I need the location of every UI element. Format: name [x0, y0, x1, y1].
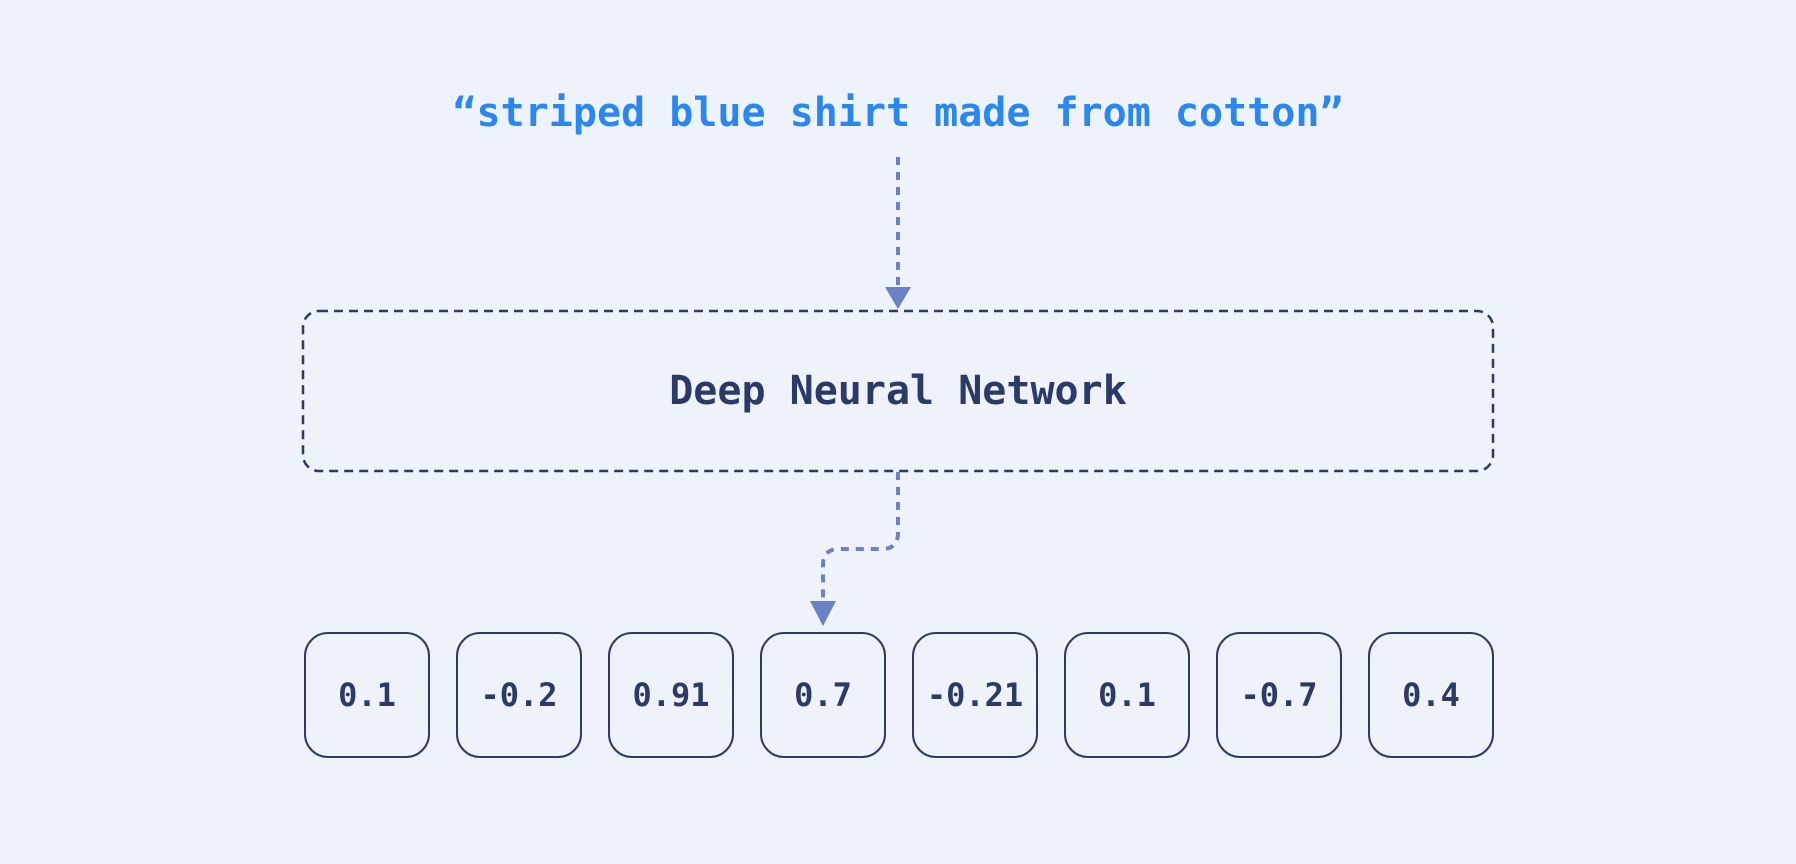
- embedding-box: 0.7: [760, 632, 886, 758]
- embedding-value: 0.91: [632, 676, 710, 714]
- embedding-value: 0.7: [794, 676, 852, 714]
- dnn-box: Deep Neural Network: [302, 311, 1494, 471]
- embedding-value: -0.2: [480, 676, 558, 714]
- embedding-value: 0.1: [1098, 676, 1156, 714]
- embedding-value: 0.1: [338, 676, 396, 714]
- input-text-quote: “striped blue shirt made from cotton”: [452, 90, 1344, 136]
- embedding-box: -0.7: [1216, 632, 1342, 758]
- input-arrowhead-icon: [885, 287, 911, 309]
- output-arrowhead-icon: [810, 601, 836, 626]
- embedding-box: 0.91: [608, 632, 734, 758]
- dnn-box-label: Deep Neural Network: [669, 368, 1127, 414]
- embedding-value: -0.21: [926, 676, 1024, 714]
- embedding-vector: 0.1 -0.2 0.91 0.7 -0.21 0.1 -0.7 0.4: [304, 632, 1494, 758]
- embedding-box: 0.1: [1064, 632, 1190, 758]
- input-arrow: [885, 157, 911, 309]
- embedding-value: -0.7: [1240, 676, 1318, 714]
- embedding-value: 0.4: [1402, 676, 1460, 714]
- embedding-box: 0.1: [304, 632, 430, 758]
- embedding-box: -0.2: [456, 632, 582, 758]
- output-arrow: [810, 472, 900, 626]
- dnn-box-border: [301, 309, 1495, 473]
- embedding-box: -0.21: [912, 632, 1038, 758]
- embedding-box: 0.4: [1368, 632, 1494, 758]
